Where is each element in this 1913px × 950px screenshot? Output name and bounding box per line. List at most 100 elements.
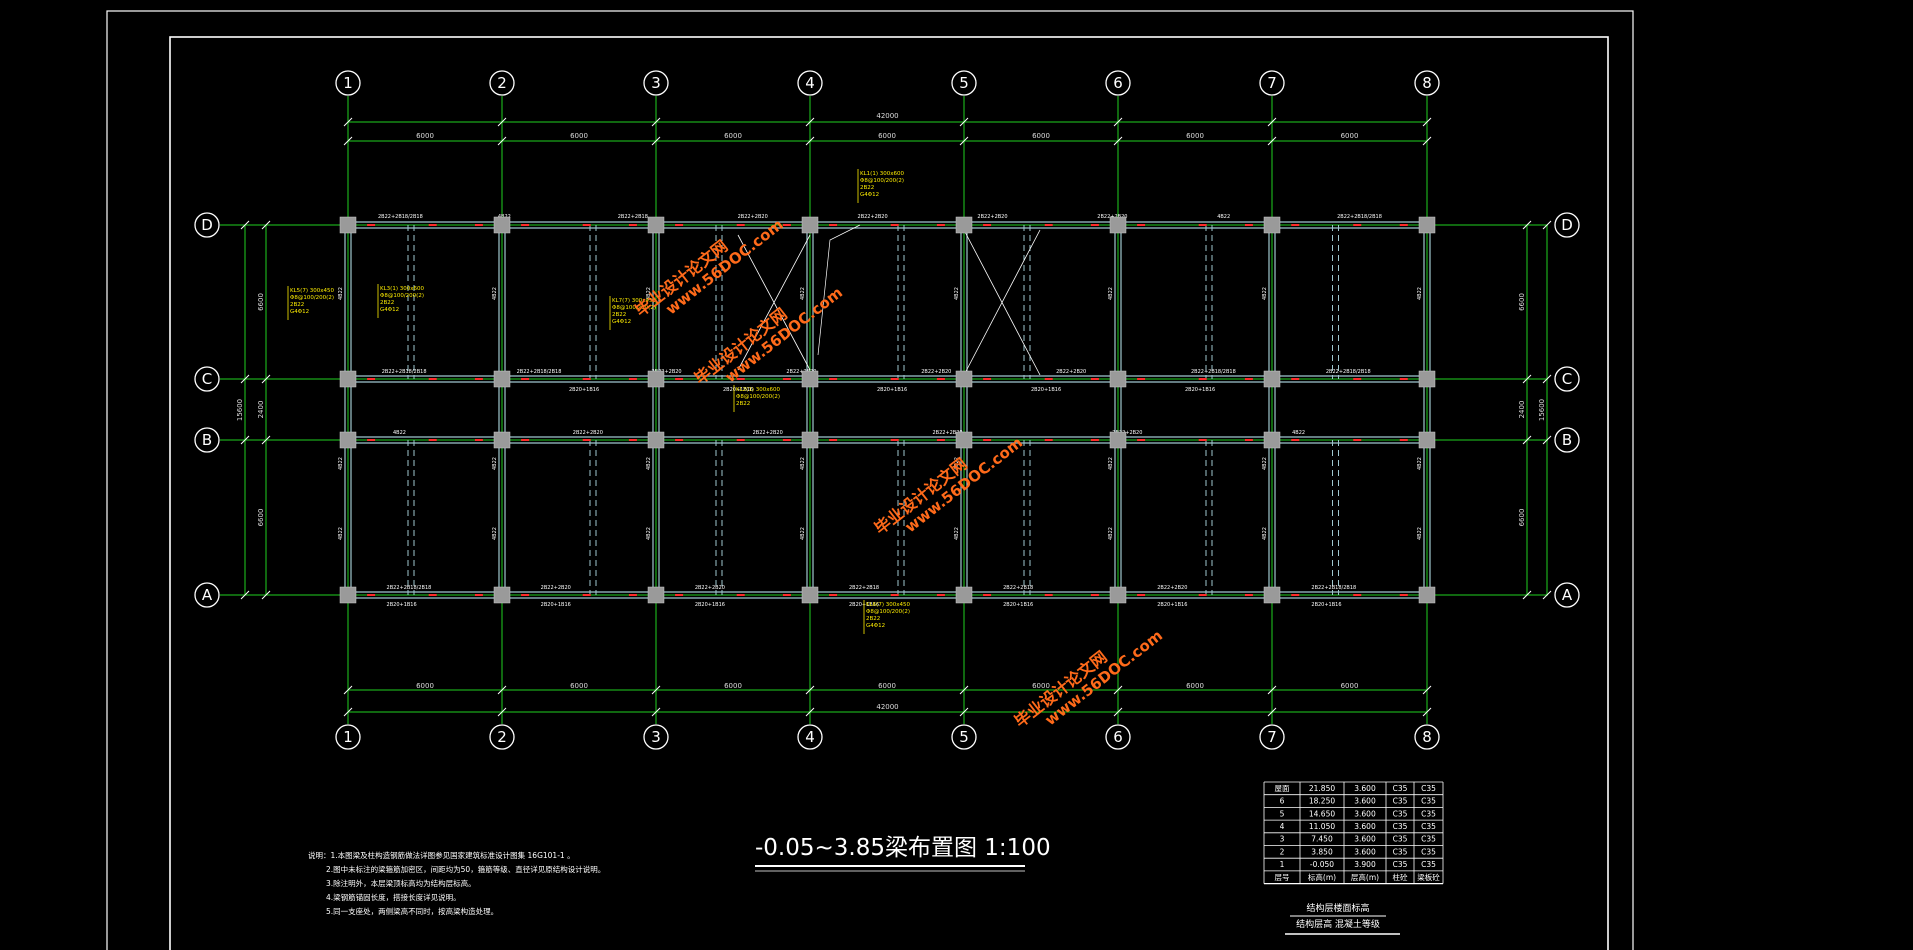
bubble-label: A <box>1562 586 1573 604</box>
dim-tick <box>805 707 815 717</box>
note-line-4: 4.梁钢筋锚固长度，搭接长度详见说明。 <box>326 892 461 902</box>
dim-tick <box>959 685 969 695</box>
column <box>1109 216 1127 234</box>
beam-label-vertical: 4B22 <box>1108 457 1114 470</box>
bubble-label: 8 <box>1422 74 1432 92</box>
bubble-label: 5 <box>959 74 969 92</box>
table-cell: C35 <box>1421 860 1436 869</box>
axis-bubble-A-left: A <box>194 582 220 608</box>
table-cell: 6 <box>1280 797 1285 806</box>
table-cell: 5 <box>1280 809 1285 818</box>
beam-label-row-c: 2B22+2B18/2B18 <box>517 369 562 375</box>
table-cell: 3.850 <box>1311 847 1333 856</box>
bubble-circle <box>1414 724 1440 750</box>
column <box>493 370 511 388</box>
beam-lines <box>344 221 1431 599</box>
plan-title: -0.05~3.85梁布置图 1:100 <box>755 835 1051 861</box>
beam-label-below-a: 2B20+1B16 <box>1157 602 1187 608</box>
axis-bubble-2-top: 2 <box>489 70 515 96</box>
bubble-circle <box>194 366 220 392</box>
bubble-circle <box>951 724 977 750</box>
beam-label-vertical: 4B22 <box>1417 287 1423 300</box>
table-cell: 3 <box>1280 835 1285 844</box>
beam-label-row-b: 2B22+2B20 <box>1112 430 1142 436</box>
grid-lines <box>220 96 1548 724</box>
dim-tick <box>959 136 969 146</box>
table-cell: 1 <box>1280 860 1285 869</box>
dim-tick <box>1422 707 1432 717</box>
dim-tick <box>1113 117 1123 127</box>
dim-tick <box>1422 685 1432 695</box>
axis-bubble-1-top: 1 <box>335 70 361 96</box>
bubble-label: 7 <box>1267 74 1277 92</box>
bubble-circle <box>643 724 669 750</box>
dim-tick <box>1267 707 1277 717</box>
bubble-circle <box>1259 724 1285 750</box>
axis-bubble-D-right: D <box>1554 212 1580 238</box>
dim-tick <box>261 374 271 384</box>
table-cell: 14.650 <box>1309 809 1335 818</box>
beam-label-row-a: 2B22+2B20 <box>695 585 725 591</box>
bubble-circle <box>1259 70 1285 96</box>
table-cell: C35 <box>1393 809 1408 818</box>
beam-label-row-d: 2B22+2B20 <box>738 214 768 220</box>
beam-label-row-a: 2B22+2B18/2B18 <box>1311 585 1356 591</box>
table-cell: C35 <box>1421 784 1436 793</box>
beam-label-vertical: 4B22 <box>800 457 806 470</box>
side-dim-right: 6600 <box>1518 293 1526 311</box>
column <box>801 216 819 234</box>
dim-tick <box>343 136 353 146</box>
beam-label-vertical: 4B22 <box>1262 287 1268 300</box>
table-cell: 3.600 <box>1354 822 1376 831</box>
column <box>493 431 511 449</box>
dim-tick <box>497 707 507 717</box>
axis-bubble-6-top: 6 <box>1105 70 1131 96</box>
beam-label-vertical: 4B22 <box>954 287 960 300</box>
beam-label-vertical: 4B22 <box>1417 457 1423 470</box>
note-line: G4Φ12 <box>860 192 879 198</box>
column <box>339 370 357 388</box>
dim-tick <box>343 707 353 717</box>
dim-tick <box>1522 374 1532 384</box>
dim-tick <box>343 685 353 695</box>
table-cell: 7.450 <box>1311 835 1333 844</box>
beam-label-row-c: 2B22+2B20 <box>651 369 681 375</box>
bubble-label: D <box>201 216 213 234</box>
table-cell: 3.600 <box>1354 847 1376 856</box>
side-dim-left: 6600 <box>257 293 265 311</box>
bubble-label: 2 <box>497 74 507 92</box>
bubble-label: 4 <box>805 74 815 92</box>
note-line-3: 3.除注明外，本层梁顶标高均为结构层标高。 <box>326 878 476 888</box>
dim-tick <box>1522 220 1532 230</box>
beam-label-vertical: 4B22 <box>1417 527 1423 540</box>
bubble-label: B <box>202 431 212 449</box>
dim-tick <box>651 117 661 127</box>
bubble-label: 2 <box>497 728 507 746</box>
beam-label-below-a: 2B20+1B16 <box>541 602 571 608</box>
beam-label-corridor: 2B20+1B16 <box>723 387 753 393</box>
dim-tick <box>1542 220 1552 230</box>
bubble-label: D <box>1561 216 1573 234</box>
beam-label-row-d: 2B22+2B20 <box>977 214 1007 220</box>
bubble-label: 1 <box>343 74 353 92</box>
bubble-circle <box>335 70 361 96</box>
column <box>801 586 819 604</box>
bubble-label: 1 <box>343 728 353 746</box>
beam-label-row-a: 2B22+2B18 <box>849 585 879 591</box>
axis-bubble-8-top: 8 <box>1414 70 1440 96</box>
columns <box>339 216 1436 604</box>
beam-label-below-a: 2B20+1B16 <box>1003 602 1033 608</box>
table-cell: C35 <box>1393 822 1408 831</box>
table-cell: 屋面 <box>1275 784 1291 793</box>
dim-tick <box>497 685 507 695</box>
beam-label-vertical: 4B22 <box>338 527 344 540</box>
bubble-label: 4 <box>805 728 815 746</box>
note-line: 2B22 <box>866 616 880 622</box>
bubble-circle <box>1554 366 1580 392</box>
note-line: KL5(7) 300x450 <box>290 288 334 294</box>
